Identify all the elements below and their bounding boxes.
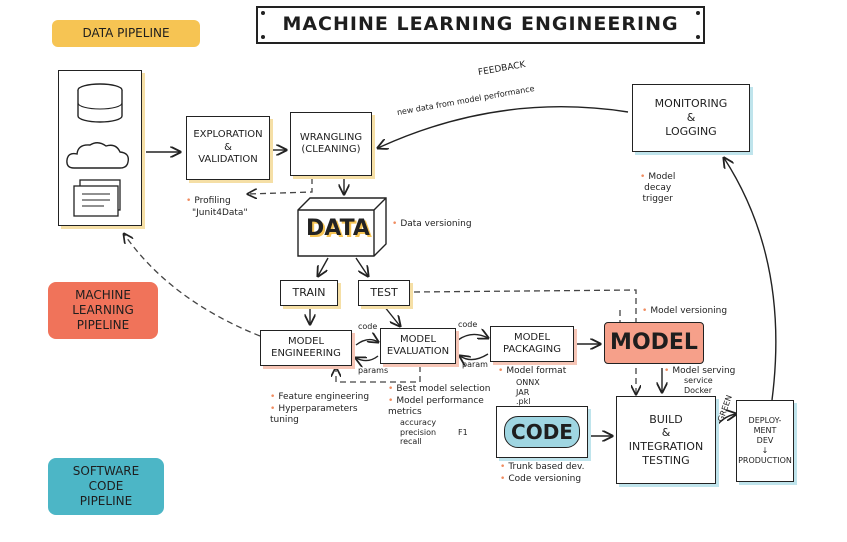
model-versioning-note: Model versioning [642,306,727,317]
arrow-feedback [378,106,629,148]
ml-pipeline-label: MACHINE LEARNING PIPELINE [48,282,158,339]
junit-note: "Junit4Data" [192,208,248,218]
arrow-deployment-to-monitoring [724,158,777,401]
model-format-note: Model format [498,366,566,377]
profiling-note: Profiling [186,196,230,207]
code-label-1: code [358,322,378,331]
arrow-evaluation-to-engineering [356,355,379,361]
arrow-packaging-to-evaluation [460,353,489,360]
code-label-2: code [458,320,478,329]
hyperparameters-note: Hyperparameters tuning [270,404,358,426]
arrow-engineering-to-evaluation [355,340,378,346]
model-formats-list: ONNX JAR .pkl [516,378,540,407]
arrow-test-to-evaluation [383,305,400,326]
title-pin-right [696,11,700,15]
exploration-validation-box: EXPLORATION & VALIDATION [186,116,270,180]
title-pin-bottom-left [261,35,265,39]
title-pin-left [261,11,265,15]
page-title: MACHINE LEARNING ENGINEERING [256,6,705,44]
trunk-note: Trunk based dev. [500,462,584,473]
arrow-data-to-train [318,257,329,276]
test-box: TEST [358,280,410,306]
model-evaluation-box: MODEL EVALUATION [380,328,456,364]
arrow-evaluation-to-packaging [457,334,488,341]
model-performance-note: Model performance metrics [388,396,484,418]
deployment-box: DEPLOY- MENT DEV ↓ PRODUCTION [736,400,794,482]
build-integration-box: BUILD & INTEGRATION TESTING [616,396,716,484]
documents-icon [73,179,121,217]
code-versioning-note: Code versioning [500,474,581,485]
model-box: MODEL [604,322,704,364]
best-model-note: Best model selection [388,384,490,395]
software-pipeline-label: SOFTWARE CODE PIPELINE [48,458,164,515]
code-box: CODE [504,416,580,448]
model-decay-note: Model decay trigger [640,172,675,204]
data-versioning-note: Data versioning [392,219,471,230]
monitoring-logging-box: MONITORING & LOGGING [632,84,750,152]
params-label-2: param [462,360,488,369]
model-packaging-box: MODEL PACKAGING [490,326,574,362]
train-box: TRAIN [280,280,338,306]
data-pipeline-label: DATA PIPELINE [52,20,200,47]
wrangling-box: WRANGLING (CLEANING) [290,112,372,176]
model-engineering-box: MODEL ENGINEERING [260,330,352,366]
arrow-data-to-test [355,257,368,276]
data-cube [297,197,387,257]
params-label-1: params [358,366,389,375]
data-box-label: DATA [306,216,370,241]
title-pin-bottom-right [696,35,700,39]
f1-label: F1 [458,428,468,437]
cloud-icon [66,142,130,169]
dashed-profiling-loop [248,178,313,194]
database-icon [77,83,123,123]
feature-engineering-note: Feature engineering [270,392,369,403]
dashed-engineering-to-sources [124,234,261,337]
metrics-list: accuracy precision recall [400,418,437,447]
model-serving-note: Model serving [664,366,735,377]
